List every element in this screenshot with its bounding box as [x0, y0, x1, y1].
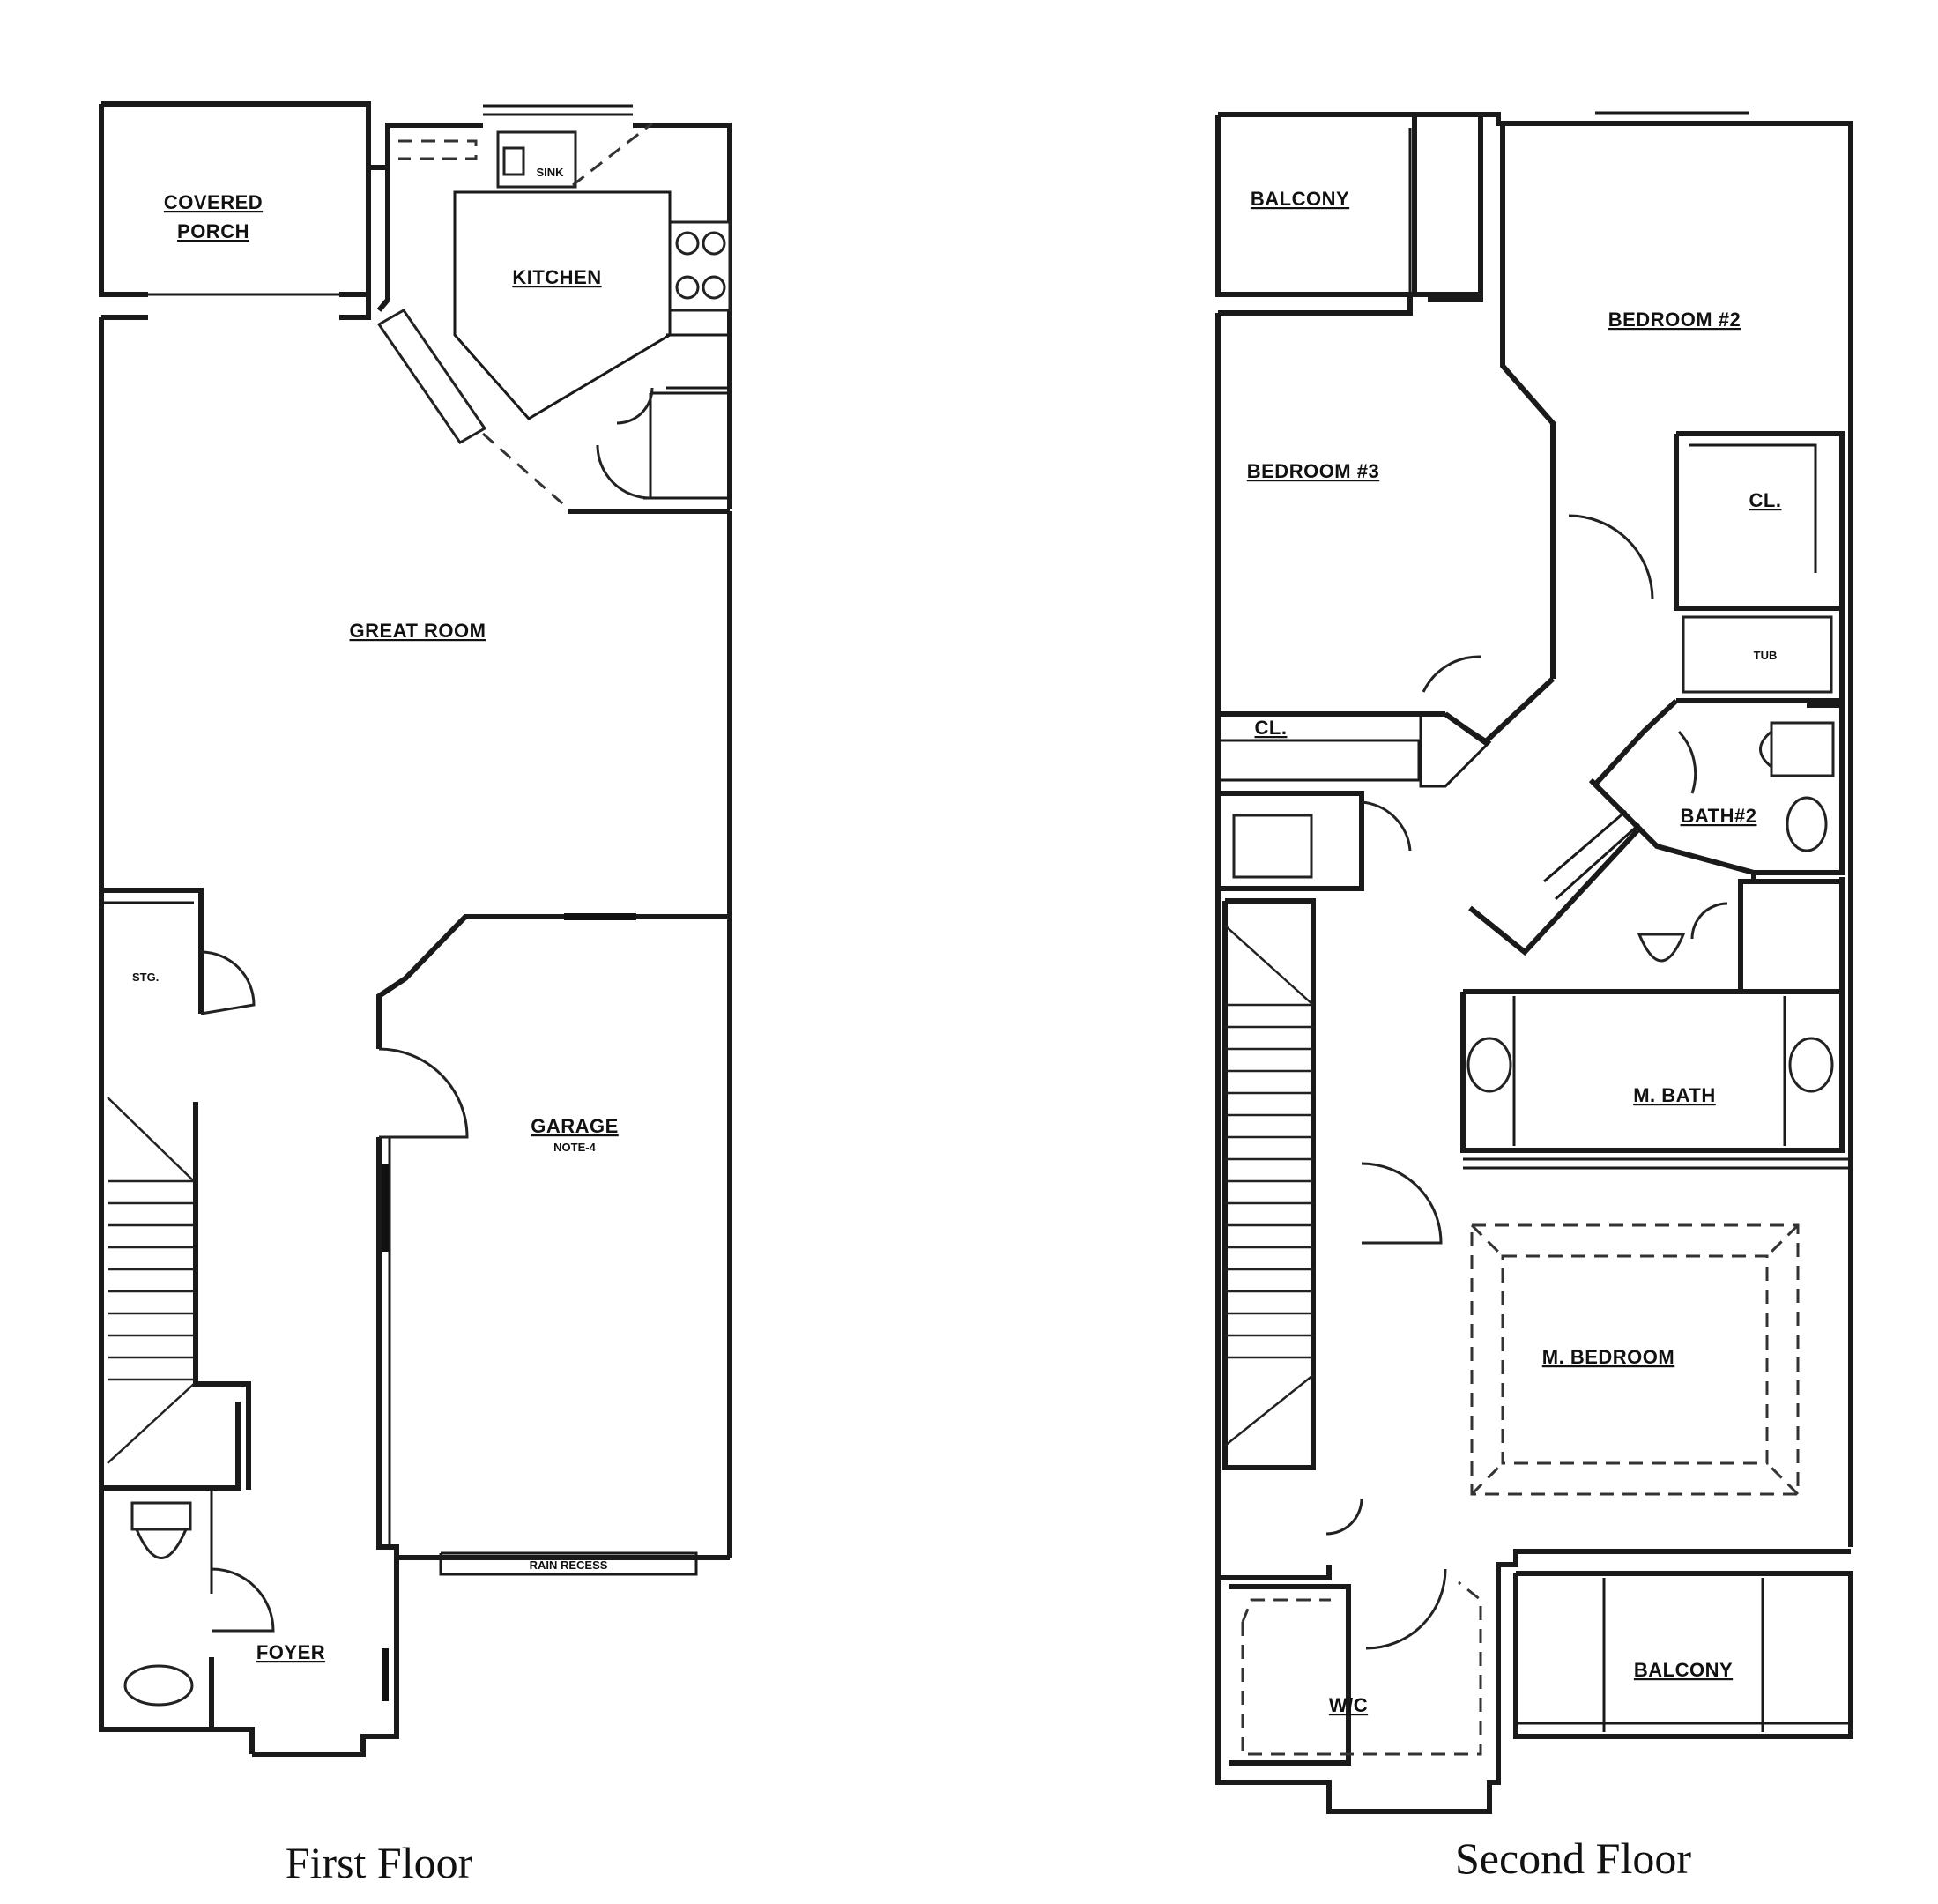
- second-floor-plan: BALCONY BEDROOM #2 BEDROOM #3 CL. CL. TU…: [1215, 111, 1853, 1814]
- master-bath-label: M. BATH: [1633, 1084, 1716, 1106]
- covered-porch-label-1: COVERED: [164, 191, 263, 213]
- kitchen-label: KITCHEN: [512, 266, 601, 288]
- bath-2-label: BATH#2: [1681, 805, 1757, 827]
- tray-ceiling-outline: [1470, 1223, 1800, 1496]
- second-floor-caption: Second Floor: [1455, 1833, 1691, 1883]
- second-floor-labels: BALCONY BEDROOM #2 BEDROOM #3 CL. CL. TU…: [1247, 188, 1782, 1716]
- powder-room-fixtures: [123, 1501, 275, 1707]
- great-room-label: GREAT ROOM: [350, 620, 486, 642]
- closet-left-label: CL.: [1255, 717, 1288, 739]
- sink-label: SINK: [536, 166, 564, 179]
- covered-porch-label-2: PORCH: [177, 220, 249, 242]
- rain-recess-label: RAIN RECESS: [530, 1558, 608, 1572]
- garage-label: GARAGE: [531, 1115, 619, 1137]
- toilet-fixture: [134, 1528, 189, 1559]
- sink-fixture-powder: [123, 1664, 194, 1707]
- foyer-label: FOYER: [256, 1641, 325, 1663]
- first-floor-plan: COVERED PORCH KITCHEN SINK GREAT ROOM ST…: [99, 101, 732, 1757]
- closet-right-label: CL.: [1749, 489, 1782, 511]
- master-bedroom-label: M. BEDROOM: [1542, 1346, 1674, 1368]
- stair-second-floor: [1222, 898, 1316, 1470]
- first-floor-caption: First Floor: [286, 1838, 473, 1887]
- first-floor-labels: COVERED PORCH KITCHEN SINK GREAT ROOM ST…: [132, 166, 619, 1663]
- bedroom-2-label: BEDROOM #2: [1608, 309, 1741, 331]
- stair-first-floor: [107, 950, 469, 1464]
- balcony-bottom-label: BALCONY: [1634, 1659, 1733, 1681]
- toilet-fixture-master: [1637, 933, 1686, 963]
- balcony-top-label: BALCONY: [1251, 188, 1349, 210]
- tub-label: TUB: [1754, 649, 1778, 662]
- wic-label: W/C: [1329, 1694, 1368, 1716]
- kitchen-island: [376, 309, 487, 444]
- kitchen-fixtures: [376, 122, 731, 511]
- storage-label: STG.: [132, 971, 159, 984]
- garage-note-label: NOTE-4: [553, 1141, 596, 1154]
- tub-fixture: [1682, 615, 1833, 694]
- first-floor-walls: [99, 101, 732, 1757]
- bedroom-3-label: BEDROOM #3: [1247, 460, 1379, 482]
- second-floor-walls: [1215, 111, 1853, 1814]
